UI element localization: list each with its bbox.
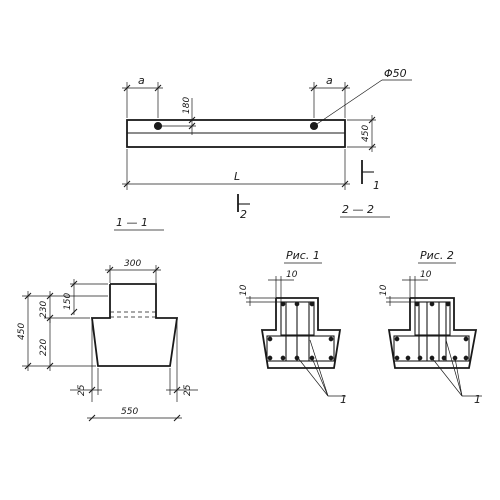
fig-1-bar-3 [309, 301, 315, 307]
fig-2-bar-1 [414, 301, 420, 307]
dim-a-right-label: a [326, 74, 333, 87]
fig-2-dim-10-side-label: 10 [379, 284, 389, 296]
dim-150-label: 150 [63, 293, 73, 310]
dim-450-plan-label: 450 [361, 125, 371, 142]
section-2-2-title: 2 — 2 [342, 203, 374, 216]
hole-diameter-label: Φ50 [384, 67, 407, 80]
dim-300-tick-2 [152, 266, 160, 274]
fig-2-bar-3 [445, 301, 451, 307]
fig-1-dim-10-side-label: 10 [239, 284, 249, 296]
fig-1-leader-3 [309, 339, 329, 397]
dim-a-left-label: a [138, 74, 145, 87]
beam-plan-view: a a 180 Φ50 450 L 1 [122, 67, 412, 221]
section-1-1: 1 — 1 300 450 230 220 150 [17, 216, 198, 422]
dim-L-tick-1 [123, 180, 131, 188]
dim-450-s1-label: 450 [17, 323, 27, 340]
figure-2-reinforcement: Рис. 2 10 10 [379, 249, 482, 406]
dim-a-left-tick-1 [123, 84, 131, 92]
fig-2-bar-4 [394, 355, 400, 361]
fig-1-callout-label: 1 [340, 393, 347, 406]
fig-2-cage-lower [393, 335, 470, 362]
dim-300-tick-1 [106, 266, 114, 274]
dim-450-tick-1 [368, 116, 376, 124]
fig-2-bar-2 [429, 301, 435, 307]
fig-1-outline [260, 297, 342, 369]
fig-2-bar-8 [441, 355, 447, 361]
fig-1-title: Рис. 1 [286, 249, 320, 262]
dim-25-left-tick [88, 386, 96, 394]
dim-300-label: 300 [124, 259, 141, 269]
dim-180-tick-1 [188, 116, 196, 124]
fig-2-bar-5 [405, 355, 411, 361]
dim-550-tick-2 [173, 414, 181, 422]
section-1-1-title: 1 — 1 [116, 216, 148, 229]
fig-2-leader-1 [431, 357, 463, 397]
cut-1-label: 1 [373, 179, 380, 192]
hole-leader [313, 79, 383, 127]
fig-2-cage-upper [414, 301, 451, 336]
dim-230-label: 230 [39, 301, 49, 318]
fig-1-leader-2 [311, 357, 329, 397]
dim-25-left-label: 25 [77, 384, 87, 396]
fig-2-bar-11 [394, 336, 400, 342]
lifting-hole-left [153, 121, 163, 131]
dim-220-tick [46, 362, 54, 370]
dim-450-tick-2 [368, 143, 376, 151]
fig-1-bar-8 [328, 355, 334, 361]
fig-2-callout-label: 1 [474, 393, 481, 406]
fig-2-bar-10 [463, 355, 469, 361]
fig-2-leader-2 [445, 339, 463, 397]
section-1-1-outline [90, 283, 179, 367]
dim-450-s1-tick-1 [24, 292, 32, 300]
fig-1-bar-6 [294, 355, 300, 361]
figure-1-reinforcement: Рис. 1 10 10 1 [239, 249, 347, 406]
dim-L-tick-2 [341, 180, 349, 188]
dim-550-tick-1 [88, 414, 96, 422]
fig-1-bar-2 [294, 301, 300, 307]
dim-220-label: 220 [39, 339, 49, 356]
fig-1-bar-10 [328, 336, 334, 342]
fig-2-outline [387, 297, 478, 369]
fig-1-bar-9 [267, 336, 273, 342]
fig-1-dim-10-top-label: 10 [286, 270, 298, 280]
dim-25-right-tick [173, 386, 181, 394]
dim-a-right-tick-1 [310, 84, 318, 92]
dim-25-right-label: 25 [183, 384, 193, 396]
fig-1-bar-4 [267, 355, 273, 361]
dim-L-label: L [234, 170, 240, 183]
dim-150-tick-1 [70, 280, 78, 288]
fig-2-title: Рис. 2 [420, 249, 454, 262]
dim-a-left-tick-2 [154, 84, 162, 92]
dim-230-tick-1 [46, 292, 54, 300]
fig-1-cage-lower [266, 335, 335, 362]
dim-180-tick-2 [188, 122, 196, 130]
fig-2-bar-12 [463, 336, 469, 342]
dim-150-tick-2 [70, 308, 78, 316]
fig-2-dim-10-top-label: 10 [420, 270, 432, 280]
fig-1-bar-5 [280, 355, 286, 361]
cut-2-label: 2 [240, 208, 247, 221]
dim-550-label: 550 [121, 407, 138, 417]
fig-1-leader-1 [297, 357, 329, 397]
fig-2-bar-6 [417, 355, 423, 361]
dim-a-right-tick-2 [341, 84, 349, 92]
fig-2-leader-3 [454, 357, 463, 397]
fig-1-bar-1 [280, 301, 286, 307]
dim-450-s1-tick-2 [24, 362, 32, 370]
dim-180-label: 180 [182, 97, 192, 114]
